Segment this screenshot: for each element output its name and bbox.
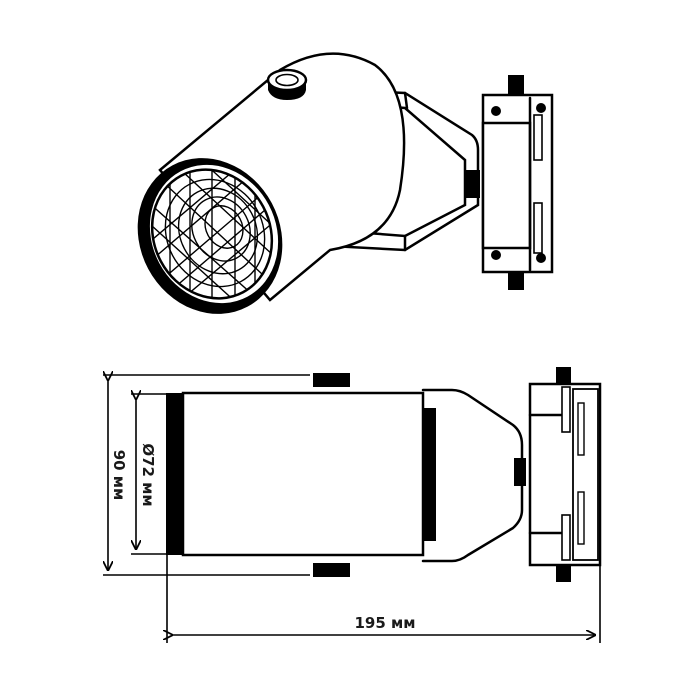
arm-bracket — [298, 86, 480, 252]
front-ring — [166, 393, 183, 555]
diameter-dimension-label: Ø72 мм — [139, 443, 157, 506]
perspective-view — [137, 52, 554, 316]
back-cap — [422, 408, 436, 541]
side-bracket — [421, 388, 524, 563]
lens-reflector — [137, 148, 295, 316]
length-dimension-label: 195 мм — [354, 614, 415, 632]
bottom-clip — [313, 563, 350, 577]
side-view: 90 мм Ø72 мм 195 мм — [103, 367, 602, 643]
height-dimension-label: 90 мм — [110, 450, 128, 501]
lamp-body-side — [181, 391, 425, 557]
tilt-knob — [266, 68, 308, 100]
dimension-lines — [103, 375, 601, 643]
track-adapter — [466, 75, 554, 290]
top-clip — [313, 373, 350, 387]
track-adapter-side — [528, 367, 602, 582]
